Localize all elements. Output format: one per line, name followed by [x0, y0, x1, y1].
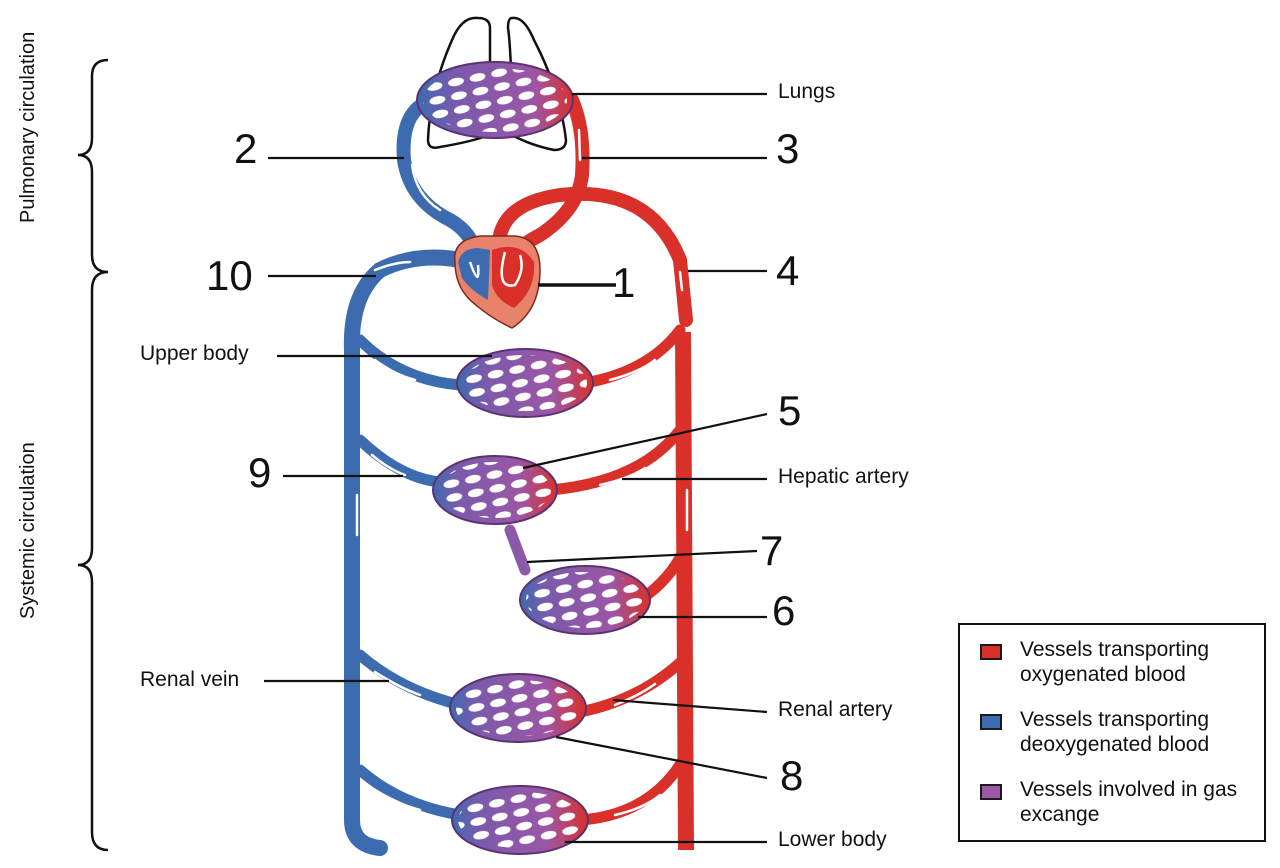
legend-label-gas-exchange: Vessels involved in gas excange: [1020, 778, 1238, 826]
number-label-1: 1: [612, 259, 636, 306]
capillary-bed-kidney: [449, 673, 587, 743]
legend: Vessels transporting oxygenated blood Ve…: [958, 623, 1266, 842]
label-lower-body: Lower body: [778, 828, 887, 851]
number-label-10: 10: [206, 252, 253, 299]
legend-item-deoxygenated: Vessels transporting deoxygenated blood: [980, 707, 1260, 757]
pulmonary-circulation-text: Pulmonary circulation: [17, 31, 39, 223]
label-renal-vein: Renal vein: [140, 668, 240, 691]
legend-swatch-purple: [980, 784, 1002, 800]
number-label-7: 7: [760, 527, 784, 574]
number-label-3: 3: [776, 125, 800, 172]
label-lungs: Lungs: [778, 80, 836, 103]
systemic-circulation-text: Systemic circulation: [17, 442, 39, 619]
capillary-bed-upper-body: [456, 348, 594, 418]
pulmonary-circulation-label: Pulmonary circulation: [17, 31, 61, 243]
pulmonary-bracket: [77, 58, 109, 274]
capillary-bed-gut: [519, 565, 651, 635]
legend-swatch-blue: [980, 714, 1002, 730]
legend-item-oxygenated: Vessels transporting oxygenated blood: [980, 637, 1260, 687]
capillary-bed-liver: [432, 455, 558, 525]
lungs-outline: [426, 16, 568, 152]
number-label-4: 4: [776, 247, 800, 294]
flow-arrows: [370, 358, 662, 817]
leader-lines: [264, 92, 768, 844]
legend-item-gas-exchange: Vessels involved in gas excange: [980, 777, 1260, 827]
branch-vessels: [354, 324, 690, 826]
systemic-bracket: [77, 270, 109, 852]
number-label-6: 6: [772, 587, 796, 634]
number-label-5: 5: [778, 387, 802, 434]
capillary-bed-lungs: [416, 61, 574, 139]
number-label-9: 9: [248, 449, 272, 496]
label-hepatic-artery: Hepatic artery: [778, 465, 909, 488]
legend-swatch-red: [980, 644, 1002, 660]
label-upper-body: Upper body: [140, 342, 249, 365]
legend-label-deoxygenated: Vessels transporting deoxygenated blood: [1020, 708, 1210, 756]
capillary-bed-lower-body: [451, 785, 589, 855]
systemic-circulation-label: Systemic circulation: [17, 442, 61, 639]
label-renal-artery: Renal artery: [778, 698, 893, 721]
vena-cava-vessel: [343, 249, 478, 856]
number-label-8: 8: [780, 752, 804, 799]
legend-label-oxygenated: Vessels transporting oxygenated blood: [1020, 638, 1210, 686]
number-label-2: 2: [234, 125, 258, 172]
pulmonary-artery-vessel: [396, 93, 485, 277]
heart: [453, 235, 541, 329]
